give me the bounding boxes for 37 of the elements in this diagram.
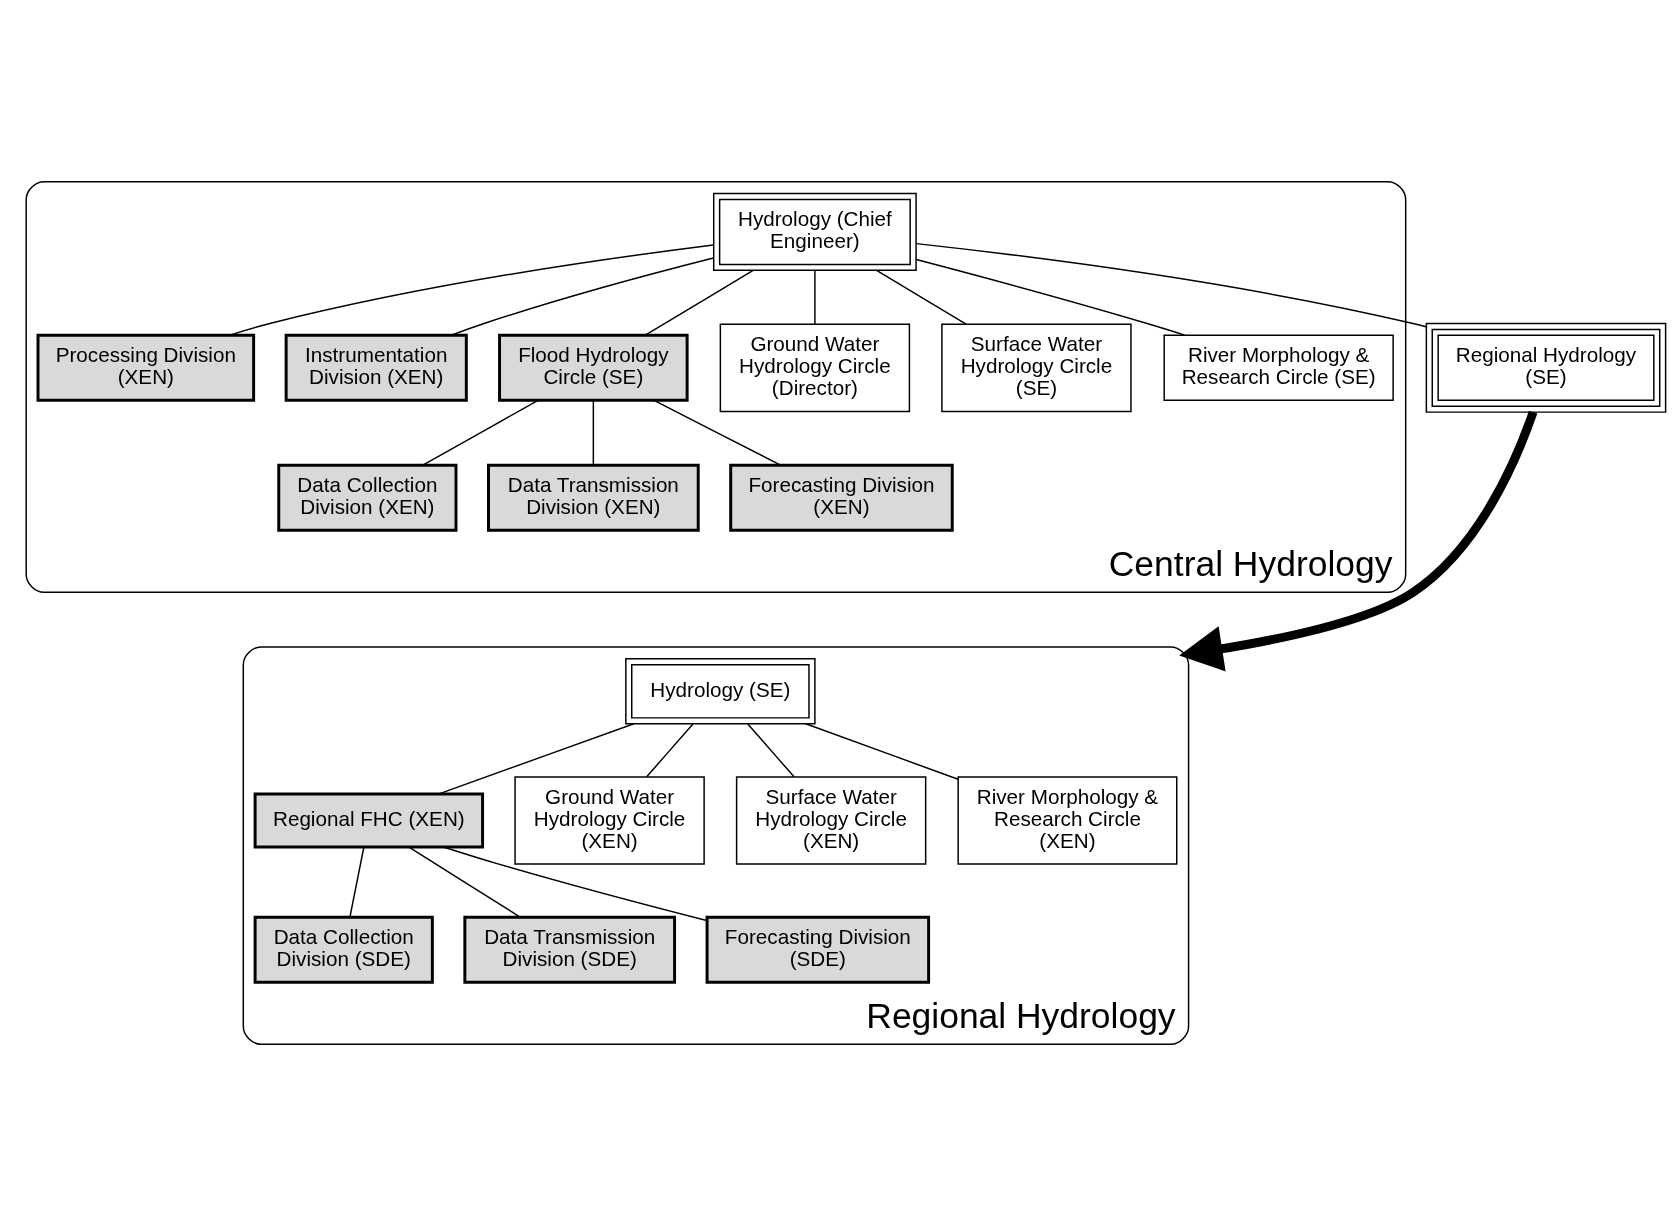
node-box: Ground Water Hydrology Circle (XEN) — [514, 775, 705, 865]
node-box: Ground Water Hydrology Circle (Director) — [719, 323, 911, 412]
connector — [645, 722, 694, 777]
node-box: Data Collection Division (XEN) — [277, 463, 458, 532]
node-box: Forecasting Division (XEN) — [729, 463, 954, 532]
node-box: River Morphology & Research Circle (SE) — [1163, 334, 1394, 401]
connector — [450, 256, 715, 336]
node-box: Processing Division (XEN) — [36, 333, 256, 402]
connector — [875, 269, 967, 325]
node-box: Regional Hydrology (SE) — [1425, 322, 1667, 413]
node-box: Flood Hydrology Circle (SE) — [498, 333, 689, 402]
connector — [747, 722, 795, 777]
node-box: Data Transmission Division (XEN) — [487, 463, 700, 532]
connector — [592, 399, 595, 466]
node-box: River Morphology & Research Circle (XEN) — [957, 775, 1178, 865]
node-box: Instrumentation Division (XEN) — [284, 333, 468, 402]
node-box: Surface Water Hydrology Circle (XEN) — [735, 775, 927, 865]
connector — [915, 258, 1186, 336]
arrow — [1179, 410, 1538, 671]
node-box: Data Collection Division (SDE) — [253, 915, 434, 984]
connector — [805, 722, 959, 780]
node-box: Surface Water Hydrology Circle (SE) — [941, 323, 1132, 412]
connector — [349, 846, 365, 918]
connector — [438, 722, 635, 795]
connector — [229, 243, 715, 336]
connector — [408, 846, 522, 918]
connector — [653, 399, 782, 466]
node-box: Hydrology (Chief Engineer) — [713, 192, 917, 271]
node-box: Regional FHC (XEN) — [253, 791, 485, 849]
connector — [443, 845, 708, 921]
connector — [814, 269, 816, 325]
connector — [645, 269, 754, 336]
node-box: Hydrology (SE) — [625, 657, 816, 724]
node-box: Forecasting Division (SDE) — [705, 915, 931, 984]
connector — [915, 242, 1427, 327]
node-box: Data Transmission Division (SDE) — [463, 915, 677, 984]
connector — [422, 399, 539, 466]
